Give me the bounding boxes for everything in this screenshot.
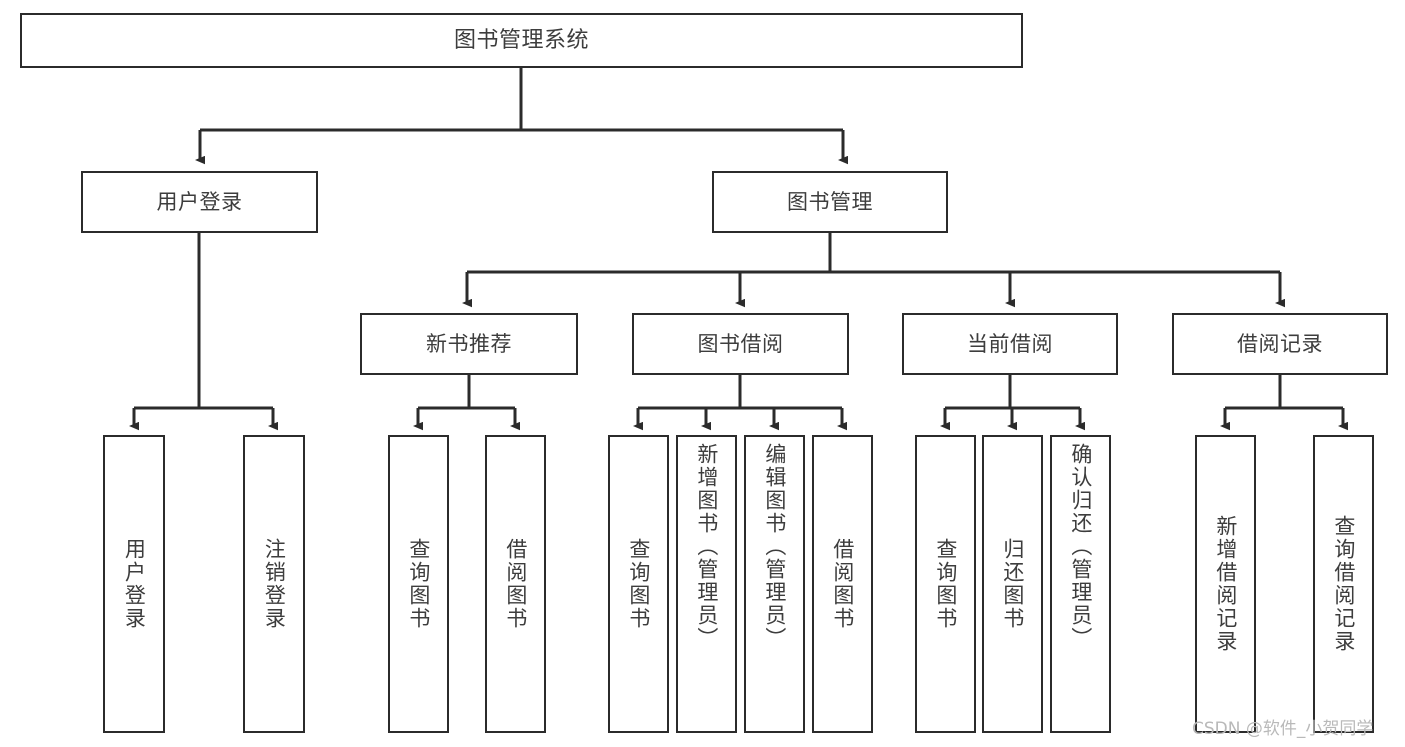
node-user-login[interactable]: 用户登录 (81, 171, 318, 233)
node-borrow-record[interactable]: 借阅记录 (1172, 313, 1388, 375)
node-label: 图书借阅 (697, 331, 784, 356)
leaf-borrow-book[interactable]: 借阅图书 (812, 435, 873, 733)
node-label: 查询借阅记录 (1331, 515, 1356, 653)
node-label: 借阅图书 (503, 538, 528, 630)
leaf-add-borrow-record[interactable]: 新增借阅记录 (1195, 435, 1256, 733)
node-label: 编辑图书（管理员） (762, 443, 787, 650)
node-current-borrow[interactable]: 当前借阅 (902, 313, 1118, 375)
node-label: 确认归还（管理员） (1068, 443, 1093, 650)
leaf-query-book-recommend[interactable]: 查询图书 (388, 435, 449, 733)
node-label: 归还图书 (1000, 538, 1025, 630)
leaf-borrow-book-recommend[interactable]: 借阅图书 (485, 435, 546, 733)
node-label: 新增图书（管理员） (694, 443, 719, 650)
node-label: 注销登录 (262, 538, 287, 630)
leaf-confirm-return[interactable]: 确认归还（管理员） (1050, 435, 1111, 733)
leaf-query-book-current[interactable]: 查询图书 (915, 435, 976, 733)
node-label: 新书推荐 (426, 331, 512, 356)
node-root-system[interactable]: 图书管理系统 (20, 13, 1023, 68)
node-label: 查询图书 (933, 538, 958, 630)
node-book-borrow[interactable]: 图书借阅 (632, 313, 849, 375)
node-label: 借阅图书 (830, 538, 855, 630)
node-label: 当前借阅 (967, 331, 1053, 356)
leaf-edit-book[interactable]: 编辑图书（管理员） (744, 435, 805, 733)
csdn-watermark: CSDN @软件_小贺同学 (1192, 719, 1374, 739)
node-label: 用户登录 (122, 538, 147, 630)
node-label: 图书管理系统 (453, 27, 589, 53)
node-new-book-recommend[interactable]: 新书推荐 (360, 313, 578, 375)
node-label: 新增借阅记录 (1213, 515, 1238, 653)
node-book-manage[interactable]: 图书管理 (712, 171, 948, 233)
leaf-query-book-borrow[interactable]: 查询图书 (608, 435, 669, 733)
node-label: 图书管理 (787, 189, 873, 214)
leaf-add-book[interactable]: 新增图书（管理员） (676, 435, 737, 733)
node-label: 用户登录 (156, 189, 243, 214)
leaf-logout-login[interactable]: 注销登录 (243, 435, 305, 733)
leaf-query-borrow-record[interactable]: 查询借阅记录 (1313, 435, 1374, 733)
leaf-return-book[interactable]: 归还图书 (982, 435, 1043, 733)
leaf-user-login[interactable]: 用户登录 (103, 435, 165, 733)
node-label: 借阅记录 (1237, 331, 1323, 356)
node-label: 查询图书 (406, 538, 431, 630)
node-label: 查询图书 (626, 538, 651, 630)
